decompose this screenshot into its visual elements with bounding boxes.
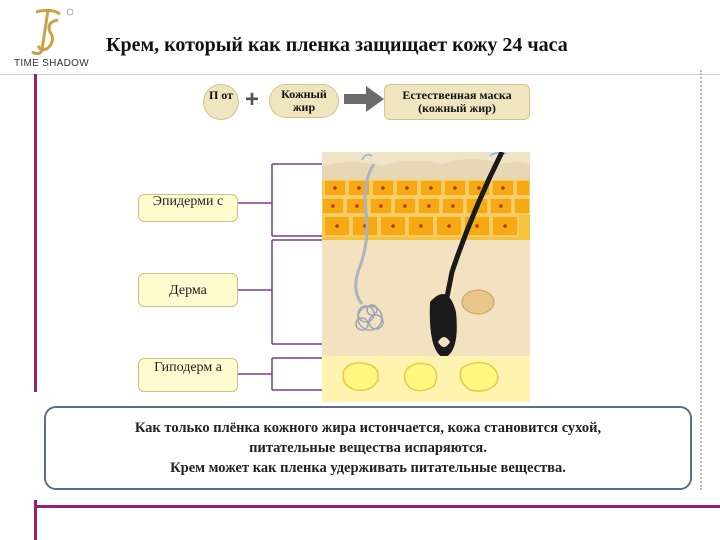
arrow-right-icon bbox=[344, 86, 384, 112]
hair-follicle bbox=[429, 294, 457, 358]
note-line-1: Как только плёнка кожного жира истончает… bbox=[134, 420, 602, 436]
sweat-duct bbox=[354, 163, 376, 305]
note-line-2: питательные вещества испаряются. bbox=[249, 440, 487, 456]
brand-logo: TIME SHADOW bbox=[8, 6, 90, 69]
note-line-3: Крем может как пленка удерживать питател… bbox=[170, 460, 566, 476]
header-divider bbox=[0, 74, 720, 75]
dermis-layer bbox=[322, 240, 530, 356]
label-hypodermis: Гиподерм а bbox=[138, 358, 238, 392]
sweat-gland bbox=[355, 304, 384, 331]
accent-vertical-line-bottom bbox=[34, 500, 37, 540]
sebum-bubble: Кожный жир bbox=[269, 84, 339, 118]
sebaceous-gland bbox=[461, 289, 495, 315]
epidermis-cells bbox=[322, 179, 530, 240]
info-note: Как только плёнка кожного жира истончает… bbox=[44, 406, 692, 490]
plus-sign: + bbox=[245, 86, 260, 113]
dotted-guide bbox=[700, 70, 706, 490]
natural-mask-box: Естественная маска (кожный жир) bbox=[384, 84, 530, 120]
skin-cross-section bbox=[322, 152, 530, 402]
accent-vertical-line bbox=[34, 74, 37, 392]
layer-brackets bbox=[238, 163, 324, 391]
page-title: Крем, который как пленка защищает кожу 2… bbox=[106, 34, 568, 56]
label-dermis: Дерма bbox=[138, 273, 238, 307]
label-epidermis: Эпидерми с bbox=[138, 194, 238, 222]
accent-bottom-line bbox=[34, 505, 720, 508]
sweat-bubble: П от bbox=[203, 84, 239, 120]
brand-name: TIME SHADOW bbox=[14, 58, 89, 69]
ts-monogram-logo bbox=[31, 8, 74, 56]
fat-cells bbox=[342, 361, 499, 392]
